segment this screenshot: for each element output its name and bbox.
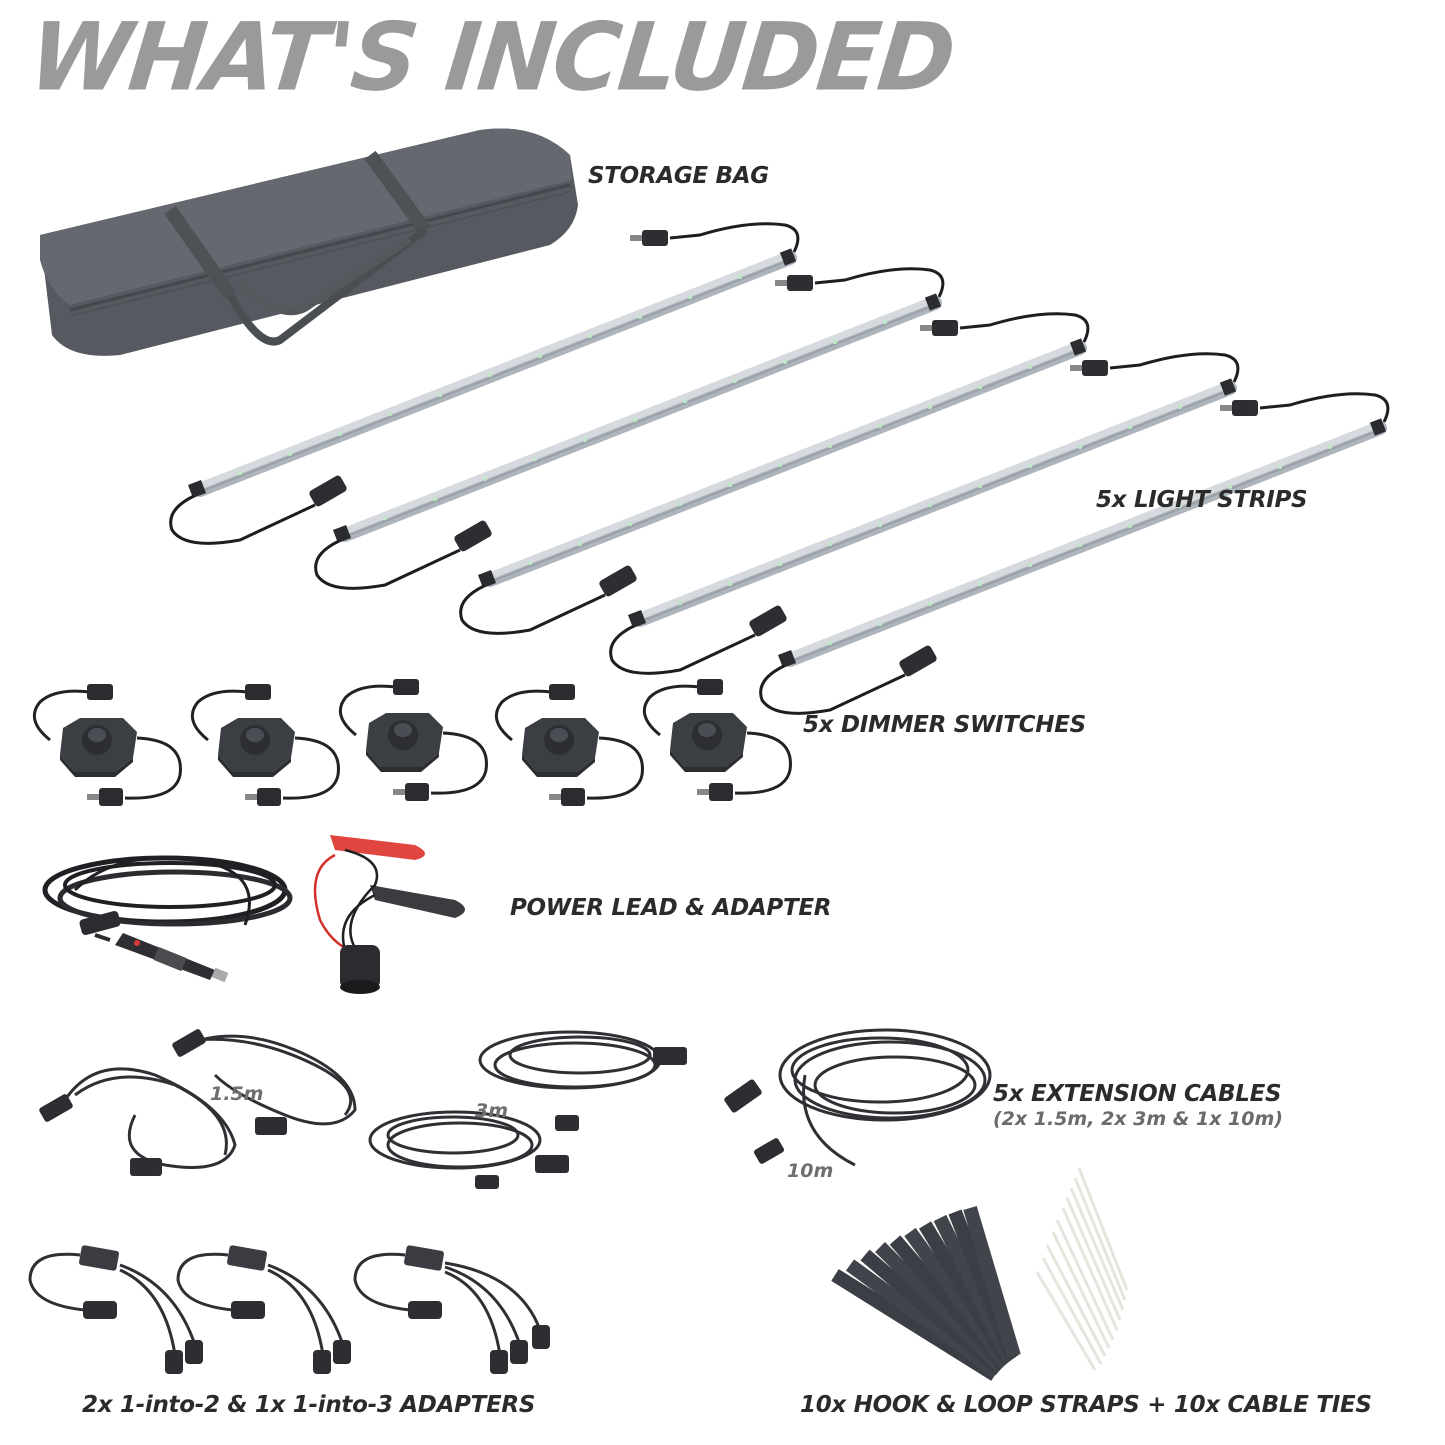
dimmer-switches-image (32, 677, 792, 808)
extension-cables-label: 5x EXTENSION CABLES (993, 1081, 1282, 1107)
storage-bag-image (40, 128, 578, 356)
extension-cables-sublabel: (2x 1.5m, 2x 3m & 1x 10m) (993, 1108, 1283, 1130)
cable-tie-icon (1035, 1167, 1129, 1371)
dimmer-switches-label: 5x DIMMER SWITCHES (803, 712, 1086, 738)
extension-length-3m: 3m (475, 1100, 509, 1122)
power-lead-image (42, 835, 465, 994)
dimmer-icon (642, 677, 792, 803)
bag-icon (40, 128, 578, 356)
dimmer-icon (190, 682, 340, 808)
straps-ties-label: 10x HOOK & LOOP STRAPS + 10x CABLE TIES (800, 1392, 1372, 1418)
extension-length-10m: 10m (787, 1160, 834, 1182)
adapter-icon (313, 835, 465, 994)
strap-icon (831, 1206, 1021, 1381)
dimmer-icon (338, 677, 488, 803)
power-lead-label: POWER LEAD & ADAPTER (510, 895, 832, 921)
extension-length-1-5m: 1.5m (210, 1083, 264, 1105)
adapters-label: 2x 1-into-2 & 1x 1-into-3 ADAPTERS (82, 1392, 536, 1418)
dimmer-icon (32, 682, 182, 808)
splitter-icon (176, 1243, 353, 1376)
cable-icon (778, 1028, 992, 1167)
cable-icon (368, 1030, 662, 1170)
light-strips-image (160, 220, 1410, 650)
extension-cables-image (39, 1028, 992, 1189)
dimmer-icon (494, 682, 644, 808)
power-lead-icon (42, 855, 293, 983)
storage-bag-label: STORAGE BAG (588, 163, 769, 189)
cable-icon (63, 1034, 357, 1169)
adapters-image (28, 1243, 550, 1376)
straps-ties-image (831, 1167, 1129, 1381)
page-title: WHAT'S INCLUDED (24, 2, 959, 113)
splitter-icon (353, 1245, 550, 1374)
light-strips-label: 5x LIGHT STRIPS (1096, 487, 1308, 513)
splitter-icon (28, 1243, 205, 1376)
